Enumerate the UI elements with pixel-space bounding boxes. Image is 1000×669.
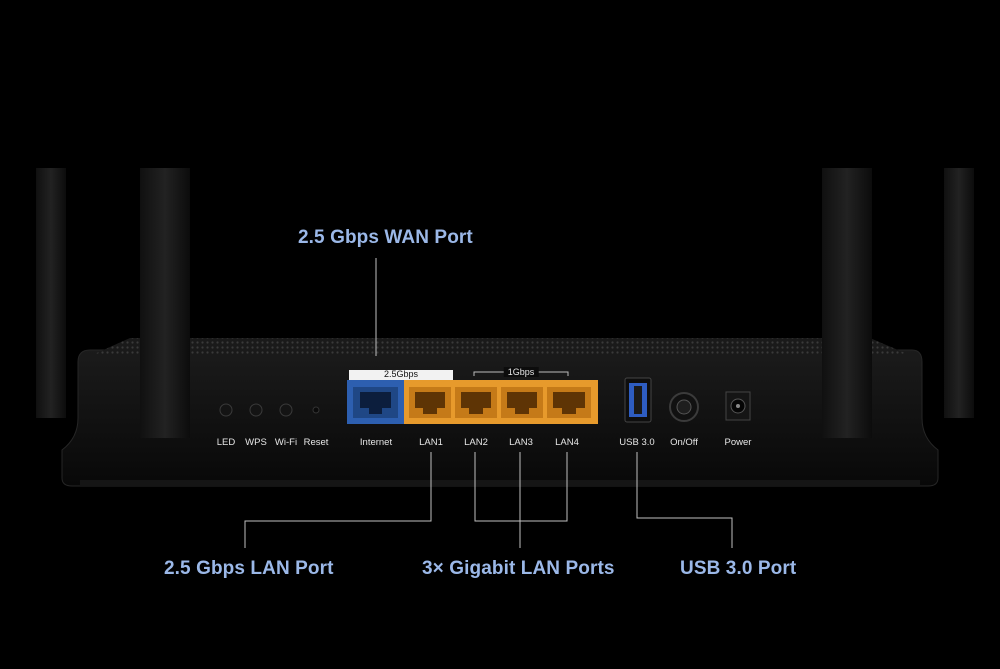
port-label-onoff: On/Off — [670, 437, 698, 448]
port-label-reset: Reset — [303, 437, 329, 448]
port-label-lan2: LAN2 — [464, 437, 488, 448]
leader-line-lan25 — [244, 452, 432, 548]
port-label-power: Power — [724, 437, 752, 448]
ethernet-jack-icon-lan3 — [501, 387, 543, 418]
usb-port-icon — [624, 377, 652, 423]
ethernet-jack-icon-internet — [353, 387, 398, 418]
leader-line-gigabit — [474, 452, 568, 548]
port-label-led: LED — [216, 437, 236, 448]
antenna-left-outer — [36, 168, 66, 418]
led-button-icon — [219, 403, 233, 417]
port-label-lan4: LAN4 — [555, 437, 579, 448]
router-top-mesh — [90, 338, 912, 356]
port-label-lan3: LAN3 — [509, 437, 533, 448]
callout-wan-port: 2.5 Gbps WAN Port — [298, 227, 473, 248]
port-label-lan1: LAN1 — [419, 437, 443, 448]
antenna-right-outer — [944, 168, 974, 418]
port-label-wifi: Wi-Fi — [274, 437, 298, 448]
antenna-right-inner — [822, 168, 872, 438]
speed-label-25gbps: 2.5Gbps — [383, 369, 419, 379]
ethernet-jack-icon-lan2 — [455, 387, 497, 418]
port-label-wps: WPS — [245, 437, 267, 448]
port-label-usb: USB 3.0 — [619, 437, 655, 448]
router-base — [80, 480, 920, 486]
wps-button-icon — [249, 403, 263, 417]
callout-gigabit-lan-ports: 3× Gigabit LAN Ports — [422, 558, 615, 579]
leader-line-usb — [636, 452, 733, 548]
antenna-left-inner — [140, 168, 190, 438]
speed-label-1gbps: 1Gbps — [503, 367, 539, 377]
ethernet-jack-icon-lan4 — [547, 387, 591, 418]
reset-hole-icon — [312, 406, 320, 414]
port-label-internet: Internet — [359, 437, 393, 448]
power-button-icon — [669, 392, 699, 422]
wifi-button-icon — [279, 403, 293, 417]
ethernet-jack-icon-lan1 — [409, 387, 451, 418]
dc-power-jack-icon — [725, 391, 751, 421]
speed-tag-25 — [349, 370, 453, 380]
callout-usb-port: USB 3.0 Port — [680, 558, 797, 579]
callout-25-lan-port: 2.5 Gbps LAN Port — [164, 558, 334, 579]
